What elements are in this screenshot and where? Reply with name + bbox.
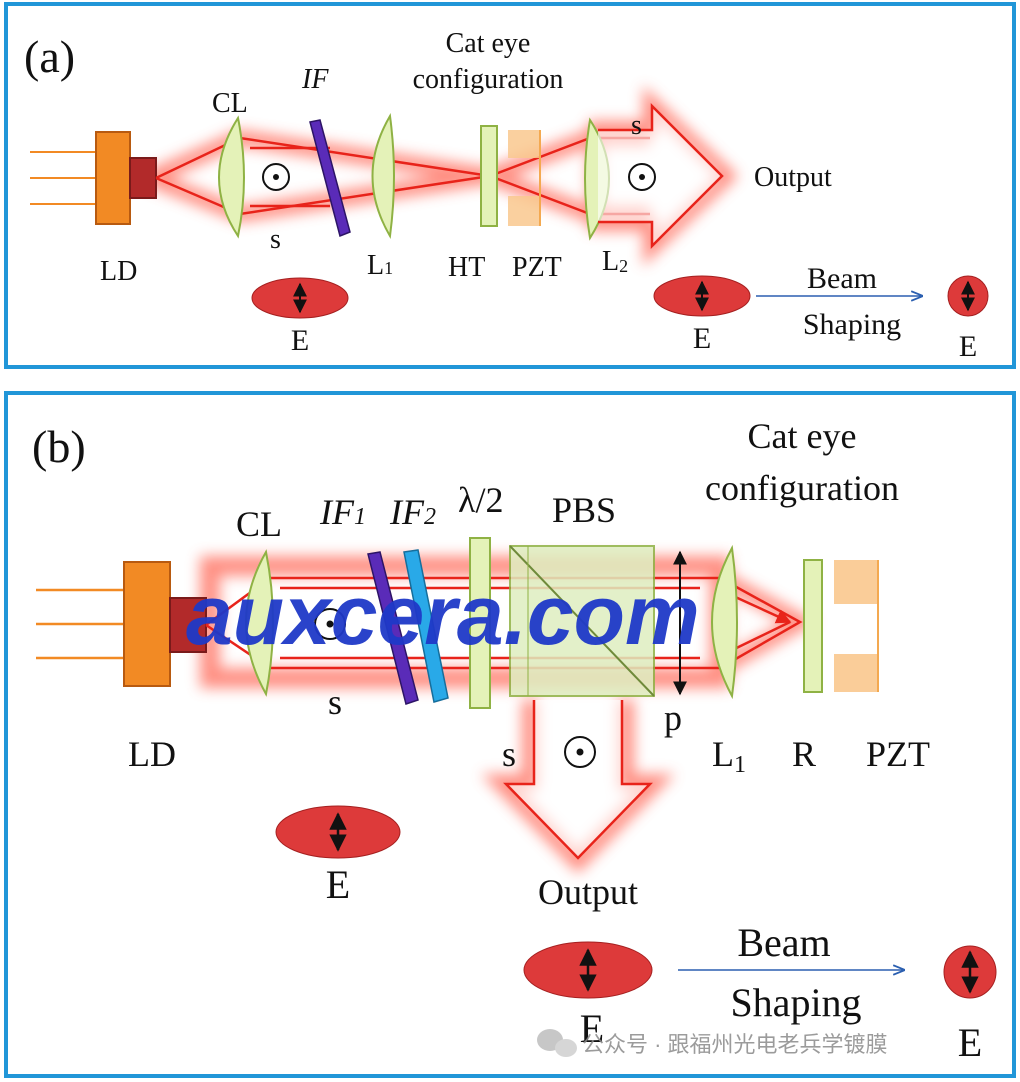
- panel-a-l1-label: L1: [367, 250, 393, 281]
- panel-b-s-left: s: [328, 682, 342, 722]
- panel-a-beam-label: Beam: [807, 262, 877, 295]
- panel-a-label: (a): [24, 31, 75, 82]
- panel-b-half-wave-plate: [469, 537, 491, 709]
- panel-b-output-arrow: [503, 700, 653, 860]
- panel-b-r-label: R: [792, 734, 816, 774]
- panel-b-laser-diode: [36, 561, 207, 687]
- panel-b-cat-eye-line1: Cat eye: [748, 416, 857, 456]
- panel-b-e-right: E: [958, 1020, 982, 1065]
- panel-a: (a) Cat eye configuration CL IF s Output…: [4, 2, 1016, 369]
- panel-a-shaping-label: Shaping: [803, 308, 901, 341]
- watermark-text: auxcera.com: [186, 568, 700, 662]
- panel-a-cat-eye-line2: configuration: [413, 64, 564, 95]
- panel-b-label: (b): [32, 421, 86, 472]
- panel-b-cat-eye-line2: configuration: [705, 468, 899, 508]
- panel-b-cl-label: CL: [236, 504, 282, 544]
- panel-b-pzt: [834, 560, 879, 692]
- panel-a-collimating-lens: [218, 115, 245, 239]
- panel-b-pbs-cube: [509, 545, 655, 697]
- panel-a-ht-mirror: [480, 125, 498, 227]
- panel-b-e-mid: E: [580, 1006, 604, 1051]
- panel-a-ld-label: LD: [100, 256, 137, 287]
- panel-b-pzt-label: PZT: [866, 734, 930, 774]
- panel-a-output-label: Output: [754, 162, 832, 193]
- panel-b-shaping-label: Shaping: [730, 980, 861, 1025]
- panel-a-pzt-label: PZT: [512, 252, 562, 283]
- panel-b-output-label: Output: [538, 872, 638, 912]
- panel-b-half-wave-label: λ/2: [458, 480, 503, 520]
- panel-a-output-arrow: [598, 102, 724, 250]
- panel-b-frame: [4, 391, 1016, 1078]
- panel-a-laser-diode: [30, 131, 157, 225]
- panel-a-e-left: E: [291, 324, 309, 357]
- panel-a-cl-label: CL: [212, 88, 248, 119]
- panel-b-e-left: E: [326, 862, 350, 907]
- panel-a-interference-filter: [309, 119, 351, 238]
- panel-b-e-field-ellipse-mid: [523, 941, 653, 999]
- panel-a-l2-label: L2: [602, 246, 628, 277]
- panel-b-p-label: p: [664, 698, 682, 738]
- panel-b-pbs-label: PBS: [552, 490, 616, 530]
- panel-a-if-label: IF: [301, 64, 329, 95]
- panel-a-e-mid: E: [693, 322, 711, 355]
- panel-a-lens-l1: [371, 112, 395, 240]
- panel-a-e-field-ellipse-mid: [653, 275, 751, 317]
- panel-b-e-field-ellipse-left: [275, 805, 401, 859]
- wechat-watermark: 公众号 · 跟福州光电老兵学镀膜: [582, 1032, 888, 1057]
- panel-b-lens-l1: [711, 544, 738, 700]
- panel-b-polarization-s-icon-2: [564, 736, 596, 768]
- panel-a-cat-eye-line1: Cat eye: [446, 28, 531, 59]
- panel-a-polarization-s-icon-2: [628, 163, 656, 191]
- panel-a-e-field-circle-right: [947, 275, 989, 317]
- panel-b-e-field-circle-right: [943, 945, 997, 999]
- wechat-icon: [537, 1029, 577, 1057]
- panel-a-s-bottom: s: [270, 224, 281, 255]
- panel-b-if1-label: IF1: [319, 492, 366, 532]
- panel-a-s-top: s: [631, 110, 642, 141]
- panel-b-ld-label: LD: [128, 734, 176, 774]
- panel-b-r-mirror: [803, 559, 823, 693]
- panel-a-e-right: E: [959, 330, 977, 363]
- panel-a-polarization-s-icon-1: [262, 163, 290, 191]
- panel-b-interference-filter-2: [403, 549, 449, 703]
- panel-b-collimating-lens: [245, 549, 274, 697]
- panel-a-frame: [4, 2, 1016, 369]
- panel-b: (b) Cat eye configuration CL IF1 IF2 λ/2…: [4, 391, 1016, 1078]
- panel-a-ht-label: HT: [448, 252, 485, 283]
- panel-a-e-field-ellipse-left: [251, 277, 349, 319]
- panel-b-if2-label: IF2: [389, 492, 436, 532]
- panel-b-s-out: s: [502, 734, 516, 774]
- panel-b-polarization-s-icon-1: [314, 608, 346, 640]
- panel-b-interference-filter-1: [367, 551, 419, 705]
- panel-b-l1-label: L1: [712, 734, 746, 778]
- panel-a-pzt: [508, 130, 541, 226]
- panel-b-beam-label: Beam: [737, 920, 830, 965]
